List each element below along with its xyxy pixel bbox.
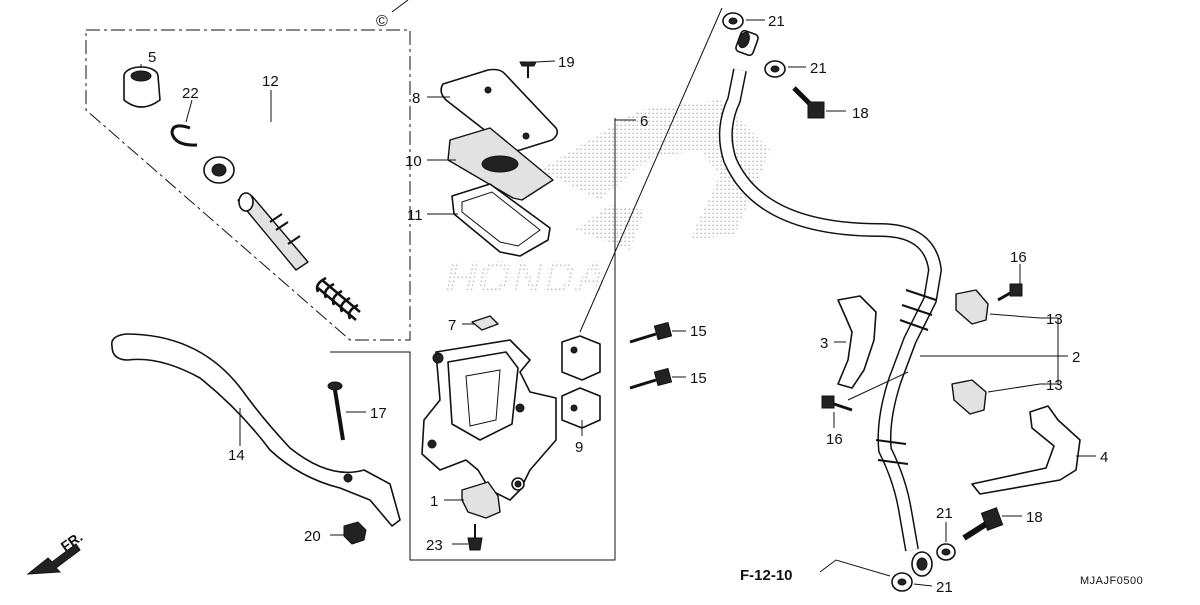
brake-hose-part-2 [718, 29, 943, 577]
callout-9: 9 [575, 439, 583, 456]
piston [237, 192, 309, 271]
callout-15-upper: 15 [690, 323, 707, 340]
hose-clamp-part-13-upper [955, 289, 989, 325]
washer [203, 156, 235, 184]
reference-link[interactable]: F-12-10 [740, 567, 793, 584]
callout-21-b: 21 [810, 60, 827, 77]
callout-10: 10 [405, 153, 422, 170]
leader-lines [140, 7, 1096, 587]
callout-15-lower: 15 [690, 370, 707, 387]
diagram-code: MJAJF0500 [1080, 575, 1143, 587]
oil-bolt-part-18-lower [962, 507, 1004, 541]
callout-16-upper: 16 [1010, 249, 1027, 266]
holder-part-9 [561, 335, 601, 429]
sealing-washer-part-21-d [891, 572, 913, 592]
bolt-part-16-upper [997, 283, 1023, 302]
snap-ring-part-22 [170, 124, 198, 147]
callout-labels: 5 22 12 19 8 6 10 11 7 15 15 9 17 14 1 2… [148, 13, 1108, 596]
front-direction-arrow [26, 543, 81, 575]
callout-5: 5 [148, 49, 156, 66]
watermark-text: HONDA [441, 253, 613, 301]
callout-3: 3 [820, 335, 828, 352]
bolt-part-15-lower [629, 367, 673, 390]
pivot-bolt-part-17 [327, 381, 345, 441]
callout-23: 23 [426, 537, 443, 554]
honda-watermark: HONDA [441, 100, 770, 302]
callout-21-c: 21 [936, 505, 953, 522]
callout-2: 2 [1072, 349, 1080, 366]
callout-21-a: 21 [768, 13, 785, 30]
callout-19: 19 [558, 54, 575, 71]
oil-bolt-part-18-upper [792, 86, 825, 119]
master-cylinder-body-part-6 [421, 339, 557, 501]
front-direction-label: FR. [58, 528, 86, 554]
callout-16-lower: 16 [826, 431, 843, 448]
callout-17: 17 [370, 405, 387, 422]
screw-part-19 [519, 61, 537, 78]
sealing-washer-part-21-c [936, 543, 956, 561]
hose-stay-part-4 [971, 405, 1081, 495]
callout-4: 4 [1100, 449, 1108, 466]
bolt-part-15-upper [629, 321, 673, 344]
master-cylinder-box [330, 118, 616, 561]
brake-lever-part-14 [110, 333, 401, 527]
callout-22: 22 [182, 85, 199, 102]
clip-part-7 [471, 315, 499, 331]
sealing-washer-part-21-b [764, 60, 786, 78]
callout-18-upper: 18 [852, 105, 869, 122]
callout-20: 20 [304, 528, 321, 545]
copyright-leader [391, 0, 409, 13]
screw-part-23 [467, 524, 483, 551]
callout-13-lower: 13 [1046, 377, 1063, 394]
callout-6: 6 [640, 113, 648, 130]
callout-12: 12 [262, 73, 279, 90]
copyright-mark: © [376, 13, 388, 30]
sealing-washer-part-21-a [722, 12, 744, 30]
callout-18-lower: 18 [1026, 509, 1043, 526]
bolt-part-16-lower [821, 395, 853, 412]
hose-stay-part-3 [837, 295, 877, 389]
callout-14: 14 [228, 447, 245, 464]
callout-7: 7 [448, 317, 456, 334]
spring [315, 276, 361, 321]
callout-1: 1 [430, 493, 438, 510]
callout-21-d: 21 [936, 579, 953, 596]
boot-part-5 [123, 66, 161, 108]
master-cylinder-kit-box [85, 29, 411, 341]
callout-8: 8 [412, 90, 420, 107]
callout-13-upper: 13 [1046, 311, 1063, 328]
diaphragm-part-11 [451, 183, 551, 257]
switch-part-1 [461, 481, 501, 519]
callout-11: 11 [407, 207, 423, 224]
hose-clamp-part-13-lower [951, 379, 987, 415]
nut-part-20 [343, 521, 367, 545]
